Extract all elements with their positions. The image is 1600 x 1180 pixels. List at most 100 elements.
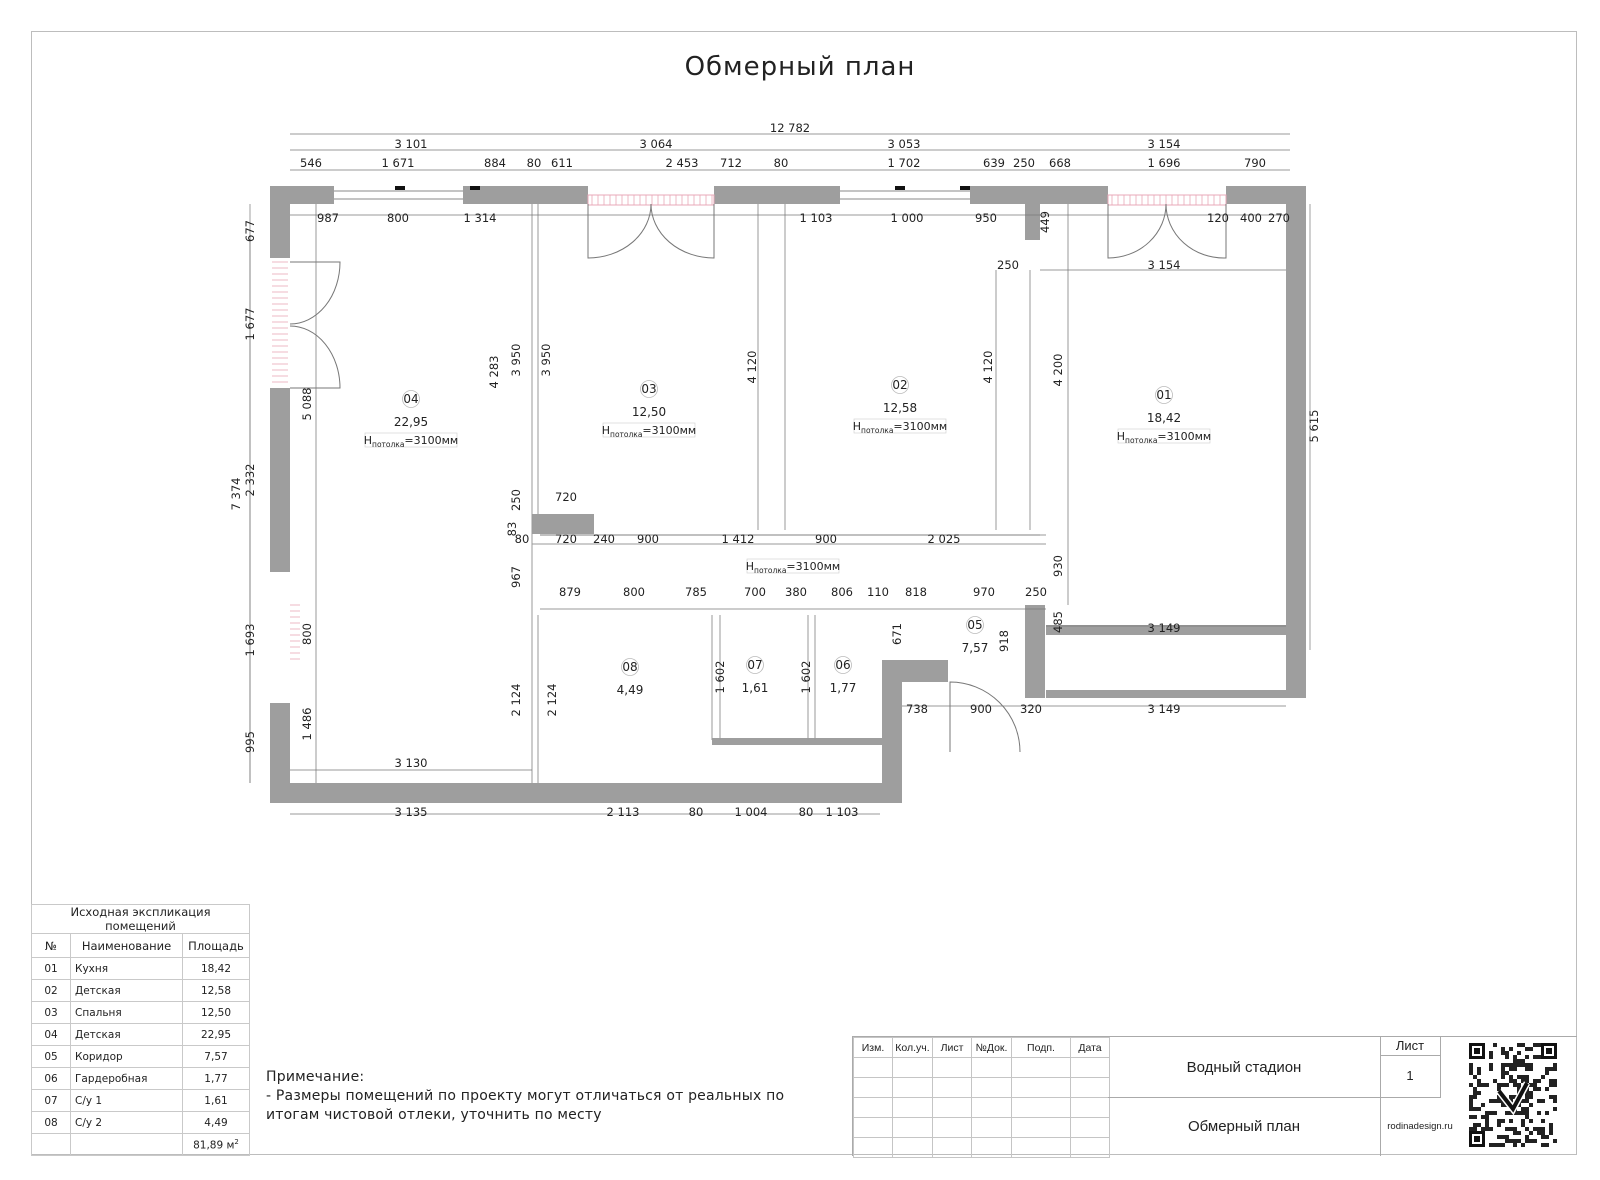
qr-module: [1553, 1079, 1557, 1083]
qr-module: [1525, 1139, 1529, 1143]
room-number-circle: [746, 656, 764, 674]
qr-module: [1493, 1111, 1497, 1115]
qr-module: [1525, 1095, 1529, 1099]
qr-module: [1501, 1047, 1505, 1051]
qr-module: [1485, 1127, 1489, 1131]
dim-label: 900: [970, 702, 992, 716]
dim-label: 83: [505, 522, 519, 537]
qr-module: [1473, 1087, 1477, 1091]
door-swing: [949, 681, 1021, 753]
wall: [270, 783, 902, 803]
qr-module: [1509, 1067, 1513, 1071]
dim-label: 800: [387, 211, 409, 225]
dim-label: 110: [867, 585, 889, 599]
qr-module: [1521, 1075, 1525, 1079]
qr-module: [1513, 1139, 1517, 1143]
qr-module: [1473, 1123, 1477, 1127]
qr-module: [1473, 1075, 1477, 1079]
qr-module: [1505, 1127, 1509, 1131]
qr-module: [1485, 1111, 1489, 1115]
dim-label: 3 053: [888, 137, 921, 151]
qr-module: [1549, 1083, 1553, 1087]
qr-module: [1505, 1135, 1509, 1139]
qr-module: [1493, 1079, 1497, 1083]
project-name: Водный стадион: [1108, 1037, 1381, 1098]
qr-module: [1481, 1103, 1485, 1107]
qr-module: [1509, 1127, 1513, 1131]
dim-label: 1 602: [799, 661, 813, 694]
row-name: Детская: [70, 1023, 183, 1046]
qr-module: [1497, 1119, 1501, 1123]
dim-label: 806: [831, 585, 853, 599]
explication-caption: Исходная экспликация помещений: [31, 904, 250, 934]
dim-label: 1 702: [888, 156, 921, 170]
qr-module: [1477, 1079, 1481, 1083]
qr-module: [1501, 1119, 1505, 1123]
row-area: 22,95: [182, 1023, 250, 1046]
qr-module: [1489, 1099, 1493, 1103]
qr-module: [1505, 1063, 1509, 1067]
row-no: 01: [31, 957, 71, 980]
qr-module: [1501, 1051, 1505, 1055]
qr-module: [1505, 1055, 1509, 1059]
dim-label: 930: [1051, 555, 1065, 577]
room-area: 7,57: [962, 641, 989, 655]
row-area: 7,57: [182, 1045, 250, 1068]
dim-label: 1 000: [891, 211, 924, 225]
wall: [1046, 690, 1306, 698]
dim-label: 818: [905, 585, 927, 599]
qr-module: [1477, 1067, 1481, 1071]
dim-label: 3 154: [1148, 137, 1181, 151]
website-label: rodinadesign.ru: [1387, 1121, 1453, 1132]
room-area: 12,58: [883, 401, 917, 415]
dim-label: 884: [484, 156, 506, 170]
qr-module: [1501, 1103, 1505, 1107]
window-mullion: [960, 186, 970, 190]
dim-label: 485: [1051, 611, 1065, 633]
qr-module: [1525, 1135, 1529, 1139]
qr-module: [1521, 1099, 1525, 1103]
qr-module: [1525, 1099, 1529, 1103]
dim-label: 546: [300, 156, 322, 170]
dim-label: 720: [555, 532, 577, 546]
qr-module: [1485, 1083, 1489, 1087]
dim-label: 80: [774, 156, 789, 170]
qr-module: [1501, 1143, 1505, 1147]
qr-module: [1549, 1131, 1553, 1135]
qr-module: [1509, 1119, 1513, 1123]
room-number-circle: [966, 616, 984, 634]
qr-module: [1493, 1143, 1497, 1147]
col-area: Площадь: [182, 933, 250, 958]
qr-module: [1521, 1123, 1525, 1127]
room-number: 06: [835, 658, 850, 672]
qr-module: [1541, 1135, 1545, 1139]
row-area: 12,58: [182, 979, 250, 1002]
door-swing: [587, 203, 652, 259]
qr-module: [1473, 1091, 1477, 1095]
balcony-door-frame: [1107, 194, 1227, 206]
room-area: 22,95: [394, 415, 428, 429]
sheet-label: Лист: [1380, 1037, 1441, 1056]
dim-label: 720: [555, 490, 577, 504]
qr-module: [1477, 1107, 1481, 1111]
col-nodok: №Док.: [971, 1037, 1012, 1058]
qr-module: [1525, 1091, 1529, 1095]
room-area: 1,77: [830, 681, 857, 695]
qr-module: [1521, 1111, 1525, 1115]
qr-module: [1501, 1075, 1505, 1079]
qr-module: [1505, 1111, 1509, 1115]
wall: [714, 186, 840, 204]
room-number: 03: [641, 382, 656, 396]
qr-module: [1513, 1055, 1517, 1059]
qr-module: [1513, 1111, 1517, 1115]
qr-module: [1513, 1059, 1517, 1063]
qr-module: [1501, 1067, 1505, 1071]
dim-label: 1 103: [826, 805, 859, 819]
qr-module: [1525, 1063, 1529, 1067]
qr-logo-icon: [1469, 1043, 1557, 1147]
qr-module: [1541, 1119, 1545, 1123]
qr-module: [1469, 1127, 1473, 1131]
